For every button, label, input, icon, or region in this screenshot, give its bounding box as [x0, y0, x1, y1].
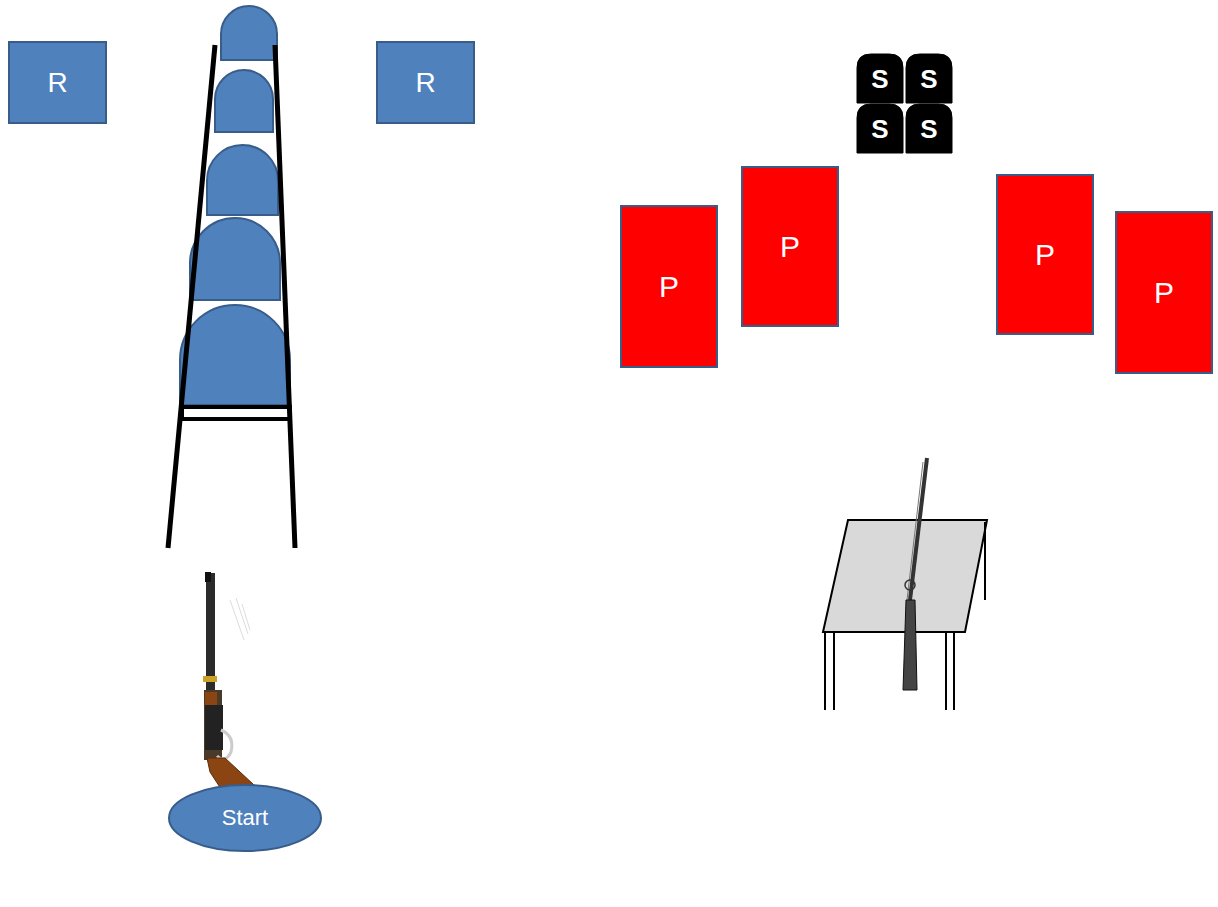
loading-table — [823, 520, 987, 710]
node-label: S — [871, 116, 888, 142]
steel-target: S — [857, 104, 903, 153]
pistol-target: P — [741, 166, 839, 327]
pistol-target: P — [996, 174, 1094, 335]
node-label: P — [659, 272, 679, 302]
shotgun — [903, 458, 927, 690]
target-shape — [857, 104, 903, 153]
pistol-target: P — [620, 205, 718, 368]
node-label: P — [780, 232, 800, 262]
pistol-target: P — [1115, 211, 1213, 374]
range-box: R — [376, 41, 475, 124]
start-marker: Start — [168, 784, 322, 852]
target-shape — [906, 104, 952, 153]
node-label: P — [1154, 278, 1174, 308]
steel-target: S — [906, 54, 952, 103]
node-label: R — [47, 69, 67, 97]
node-label: P — [1035, 240, 1055, 270]
node-label: S — [920, 66, 937, 92]
target-shape — [906, 54, 952, 103]
steel-target: S — [906, 104, 952, 153]
node-label: Start — [222, 807, 268, 829]
node-label: S — [871, 66, 888, 92]
node-label: R — [415, 69, 435, 97]
node-label: S — [920, 116, 937, 142]
ladder-frame — [168, 45, 295, 548]
target-shape — [857, 54, 903, 103]
ellipse-shape — [169, 785, 321, 851]
lever-rifle — [203, 572, 272, 812]
range-box: R — [8, 41, 107, 124]
steel-target: S — [857, 54, 903, 103]
